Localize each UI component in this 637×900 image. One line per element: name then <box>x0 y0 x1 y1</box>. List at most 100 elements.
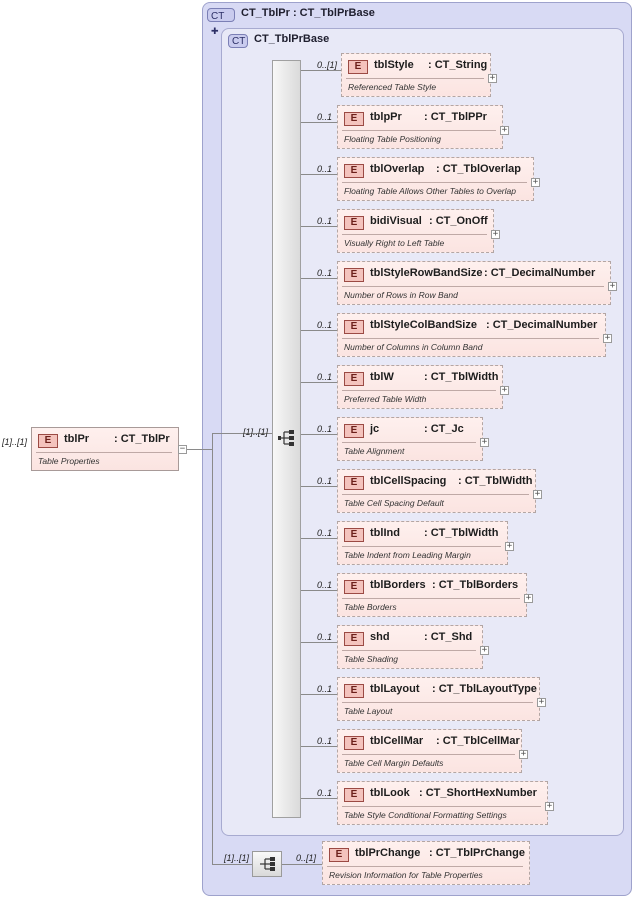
sequence-occurrence: [1]..[1] <box>243 427 269 437</box>
expand-icon[interactable]: + <box>505 541 514 551</box>
complex-type-badge: CT ✚ <box>207 8 235 36</box>
element-type: : CT_TblOverlap <box>436 163 521 175</box>
element-badge: E <box>344 112 364 126</box>
element-doc: Preferred Table Width <box>344 394 427 404</box>
element-name: tblpPr <box>370 111 402 123</box>
element-occurrence: 0..1 <box>317 684 333 694</box>
element-doc: Table Shading <box>344 654 399 664</box>
connector-line <box>301 746 337 747</box>
separator <box>342 442 476 443</box>
connector-line <box>179 449 212 450</box>
connector-line <box>301 330 337 331</box>
expand-icon[interactable]: + <box>500 385 509 395</box>
connector-line <box>301 434 337 435</box>
element-doc: Floating Table Positioning <box>344 134 442 144</box>
element-type: : CT_TblCellMar <box>436 735 520 747</box>
element-badge: E <box>344 684 364 698</box>
sequence-bar <box>272 60 301 818</box>
expand-icon[interactable]: + <box>545 801 554 811</box>
separator <box>346 78 484 79</box>
element-doc: Table Layout <box>344 706 393 716</box>
element-badge: E <box>38 434 58 448</box>
element-doc: Visually Right to Left Table <box>344 238 445 248</box>
connector-line <box>301 798 337 799</box>
connector-line <box>301 70 341 71</box>
expand-icon[interactable]: + <box>537 697 546 707</box>
expand-icon[interactable]: + <box>500 125 509 135</box>
expand-icon[interactable]: + <box>608 281 617 291</box>
connector-line <box>301 590 337 591</box>
element-badge: E <box>344 164 364 178</box>
separator <box>36 452 172 453</box>
expand-icon[interactable]: + <box>480 645 489 655</box>
expand-icon[interactable]: + <box>524 593 533 603</box>
element-type: : CT_TblWidth <box>424 371 499 383</box>
element-name: shd <box>370 631 390 643</box>
element-badge: E <box>348 60 368 74</box>
element-doc: Revision Information for Table Propertie… <box>329 870 483 880</box>
expand-icon[interactable]: + <box>491 229 500 239</box>
connector-line <box>301 174 337 175</box>
separator <box>342 286 604 287</box>
element-badge: E <box>344 632 364 646</box>
element-badge: E <box>344 736 364 750</box>
element-type: : CT_Jc <box>424 423 464 435</box>
connector-line <box>212 864 252 865</box>
element-doc: Referenced Table Style <box>348 82 437 92</box>
element-name: tblInd <box>370 527 400 539</box>
element-name: tblStyleRowBandSize <box>370 267 483 279</box>
root-occurrence: [1]..[1] <box>2 437 28 447</box>
sequence-icon[interactable] <box>278 429 296 447</box>
sequence-compositor[interactable] <box>252 851 282 877</box>
element-badge: E <box>344 476 364 490</box>
element-type: : CT_TblWidth <box>458 475 533 487</box>
expand-icon[interactable]: + <box>603 333 612 343</box>
connector-line <box>301 278 337 279</box>
element-occurrence: 0..1 <box>317 112 333 122</box>
collapse-icon[interactable]: − <box>178 444 187 454</box>
element-type: : CT_TblPPr <box>424 111 487 123</box>
element-name: tblPr <box>64 433 90 445</box>
element-name: tblPrChange <box>355 847 421 859</box>
separator <box>342 546 501 547</box>
separator <box>342 806 541 807</box>
element-tblpr[interactable]: E tblPr : CT_TblPr Table Properties <box>31 427 179 471</box>
separator <box>342 650 476 651</box>
separator <box>342 702 533 703</box>
connector-line <box>301 226 337 227</box>
element-occurrence: 0..1 <box>317 788 333 798</box>
element-type: : CT_TblLayoutType <box>432 683 537 695</box>
complex-type-badge: CT <box>228 34 248 48</box>
element-doc: Table Properties <box>38 456 100 466</box>
expand-icon[interactable]: + <box>533 489 542 499</box>
element-badge: E <box>344 216 364 230</box>
element-tblprchange[interactable]: E tblPrChange : CT_TblPrChange Revision … <box>322 841 530 885</box>
element-occurrence: 0..1 <box>317 476 333 486</box>
expand-icon[interactable]: + <box>531 177 540 187</box>
element-occurrence: 0..1 <box>317 216 333 226</box>
element-name: bidiVisual <box>370 215 422 227</box>
element-occurrence: 0..1 <box>317 424 333 434</box>
expand-icon[interactable]: + <box>519 749 528 759</box>
element-type: : CT_DecimalNumber <box>484 267 596 279</box>
choice-occurrence: [1]..[1] <box>224 853 250 863</box>
element-badge: E <box>344 528 364 542</box>
expand-icon[interactable]: + <box>488 73 497 83</box>
connector-line <box>282 864 322 865</box>
expand-icon[interactable]: + <box>480 437 489 447</box>
